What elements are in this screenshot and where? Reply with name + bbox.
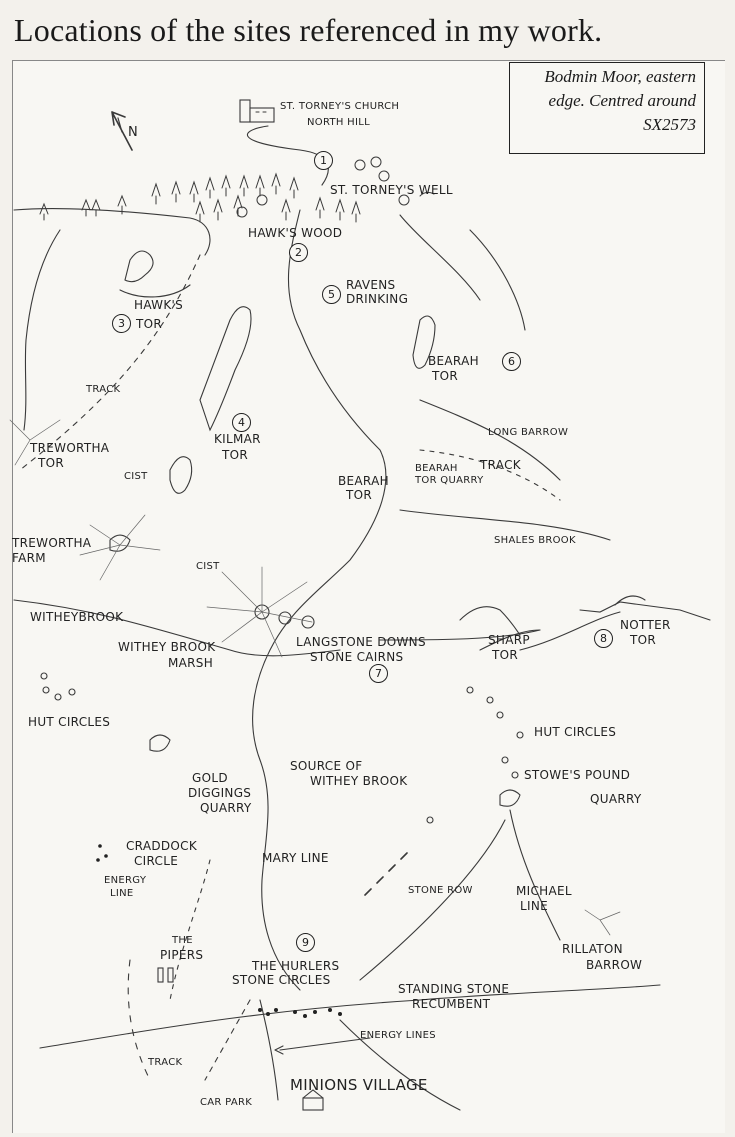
caption-line-3: SX2573 (643, 115, 696, 134)
label-notter-tor-2: TOR (630, 633, 657, 647)
label-cist-1: CIST (124, 471, 148, 482)
label-sharp-tor: SHARP (488, 633, 530, 647)
label-the-hurlers: THE HURLERS (252, 959, 340, 973)
label-treworthal-farm: TREWORTHA (12, 536, 92, 550)
label-kilmar-tor: KILMAR (214, 432, 261, 446)
pipers-stones-icon (157, 967, 174, 983)
site-number-1: 1 (314, 151, 333, 170)
label-stowes-pound: STOWE'S POUND (524, 768, 631, 782)
label-car-park: CAR PARK (200, 1097, 253, 1108)
label-drinking: DRINKING (346, 292, 409, 306)
label-marsh: MARSH (168, 656, 214, 670)
site-number-3: 3 (112, 314, 131, 333)
label-stone-circles: STONE CIRCLES (232, 973, 331, 987)
label-stone-row: STONE ROW (408, 885, 473, 896)
label-the: THE (172, 935, 193, 946)
site-number-2: 2 (289, 243, 308, 262)
label-minions-village: MINIONS VILLAGE (290, 1076, 428, 1094)
caption-line-2: edge. Centred around (548, 91, 696, 110)
label-sharp-tor-2: TOR (492, 648, 519, 662)
label-st-torneys-church: ST. TORNEY'S CHURCH (280, 101, 400, 112)
label-quarry-east: QUARRY (590, 792, 642, 806)
label-circle: CIRCLE (134, 854, 179, 868)
map-frame (12, 60, 725, 1133)
site-number-4: 4 (232, 413, 251, 432)
label-track-3: TRACK (148, 1057, 183, 1068)
label-bearah-tor-south-2: TOR (346, 488, 373, 502)
label-hawks-wood: HAWK'S WOOD (248, 226, 343, 240)
site-number-5: 5 (322, 285, 341, 304)
label-bearah-quarry: BEARAH (415, 463, 458, 474)
label-treworthal-tor-2: TOR (38, 456, 65, 470)
label-quarry-gold: QUARRY (200, 801, 252, 815)
label-notter-tor: NOTTER (620, 618, 671, 632)
label-bearah-tor: BEARAH (428, 354, 479, 368)
label-long-barrow: LONG BARROW (488, 427, 569, 438)
label-track-2: TRACK (480, 458, 521, 472)
label-ravens: RAVENS (346, 278, 396, 292)
label-hut-circles-west: HUT CIRCLES (28, 715, 111, 729)
label-gold: GOLD (192, 771, 228, 785)
label-track-1: TRACK (86, 384, 121, 395)
site-number-6: 6 (502, 352, 521, 371)
label-diggings: DIGGINGS (188, 786, 252, 800)
site-number-7: 7 (369, 664, 388, 683)
label-michael-line: MICHAEL (516, 884, 572, 898)
label-hut-circles-east: HUT CIRCLES (534, 725, 617, 739)
label-hawks-tor: HAWK'S (134, 298, 184, 312)
label-energy-lines: ENERGY LINES (360, 1030, 436, 1041)
page-title: Locations of the sites referenced in my … (14, 12, 603, 48)
hut-circle-icons (40, 672, 524, 824)
car-park-icon (302, 1089, 324, 1111)
label-treworthal-tor: TREWORTHA (30, 441, 110, 455)
label-cist-2: CIST (196, 561, 220, 572)
label-energy-line-2: LINE (110, 888, 134, 899)
map-caption: Bodmin Moor, eastern edge. Centred aroun… (509, 62, 705, 154)
label-barrow: BARROW (586, 958, 643, 972)
label-pipers: PIPERS (160, 948, 204, 962)
label-hawks-tor-2: TOR (136, 317, 163, 331)
label-st-torneys-well: ST. TORNEY'S WELL (330, 183, 453, 197)
label-north-hill: NORTH HILL (307, 117, 370, 128)
label-stone-cairns: STONE CAIRNS (310, 650, 404, 664)
label-withey-brook-marsh: WITHEY BROOK (118, 640, 216, 654)
label-treworthal-farm-2: FARM (12, 551, 46, 565)
label-kilmar-tor-2: TOR (222, 448, 249, 462)
forest-icon (39, 156, 435, 223)
label-bearah-tor-2: TOR (432, 369, 459, 383)
church-icon (239, 99, 275, 123)
label-standing-stone: STANDING STONE (398, 982, 510, 996)
label-shales-brook: SHALES BROOK (494, 535, 576, 546)
label-witheybrook: WITHEYBROOK (30, 610, 124, 624)
label-michael-line-2: LINE (520, 899, 548, 913)
label-mary-line: MARY LINE (262, 851, 329, 865)
label-bearah-tor-south: BEARAH (338, 474, 389, 488)
label-recumbent: RECUMBENT (412, 997, 491, 1011)
site-number-8: 8 (594, 629, 613, 648)
site-number-9: 9 (296, 933, 315, 952)
north-label: N (128, 125, 139, 140)
label-withey-brook-source: WITHEY BROOK (310, 774, 408, 788)
label-energy-line: ENERGY (104, 875, 147, 886)
label-source-of: SOURCE OF (290, 759, 363, 773)
caption-line-1: Bodmin Moor, eastern (544, 67, 696, 86)
label-rillaton: RILLATON (562, 942, 623, 956)
north-arrow-icon (111, 111, 133, 151)
label-craddock: CRADDOCK (126, 839, 198, 853)
label-langstone-downs: LANGSTONE DOWNS (296, 635, 426, 649)
label-bearah-quarry-2: TOR QUARRY (415, 475, 484, 486)
